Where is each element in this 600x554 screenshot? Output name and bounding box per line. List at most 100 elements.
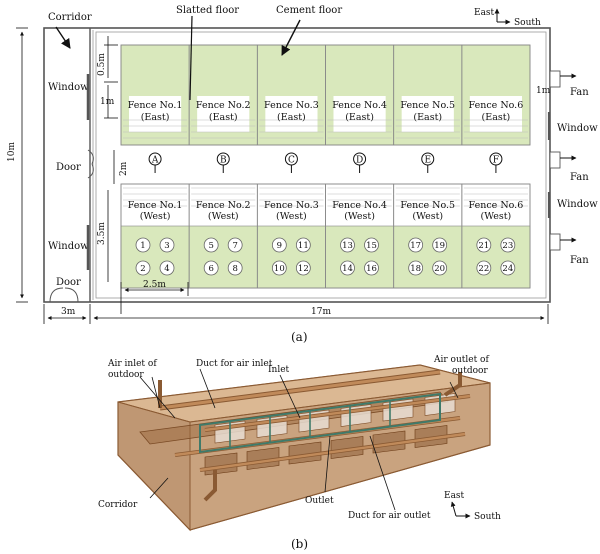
pig-circle	[227, 237, 243, 253]
pen-east-6	[461, 44, 531, 146]
pig-number: 20	[434, 264, 445, 274]
fence-east-name: Fence No.6	[469, 100, 524, 111]
point-label: D	[356, 156, 363, 166]
label-outlet: Outlet	[305, 496, 334, 506]
label-air-outlet-2: outdoor	[452, 366, 488, 376]
fence-east-side: (East)	[345, 112, 374, 123]
pen-west-6	[461, 183, 531, 289]
pig-number: 5	[208, 241, 213, 251]
room-border	[95, 31, 547, 299]
pig-number: 9	[277, 241, 282, 251]
east-pens: Fence No.1(East)Fence No.2(East)Fence No…	[120, 44, 531, 146]
point-label: A	[151, 156, 159, 166]
fan-label-1: Fan	[570, 87, 589, 98]
compass-south-b: South	[474, 512, 501, 522]
dim-2m: 2m	[119, 161, 129, 176]
fence-east-side: (East)	[482, 112, 511, 123]
pig-circle	[500, 260, 516, 276]
pig-number: 12	[298, 264, 309, 274]
door-label-2: Door	[56, 277, 81, 288]
box-side	[117, 401, 191, 532]
fan-label-3: Fan	[570, 255, 589, 266]
fence-west-side: (West)	[412, 211, 443, 222]
fence-east-name: Fence No.2	[196, 100, 251, 111]
fence-west-side: (West)	[344, 211, 375, 222]
floor-plan: Fence No.1(East)Fence No.2(East)Fence No…	[7, 5, 598, 344]
door-label-1: Door	[56, 162, 81, 173]
pig-number: 2	[140, 264, 145, 274]
fence-east-side: (East)	[277, 112, 306, 123]
fence-west-name: Fence No.4	[332, 200, 387, 211]
pig-number: 15	[366, 241, 377, 251]
dim-17m: 17m	[311, 307, 331, 317]
pig-circle	[432, 260, 448, 276]
pig-circle	[364, 260, 379, 276]
label-air-inlet-1: Air inlet of	[107, 359, 157, 369]
fence-east-name: Fence No.1	[128, 100, 183, 111]
pig-circle	[432, 237, 448, 253]
fence-west-name: Fence No.3	[264, 200, 319, 211]
compass-south-a: South	[514, 18, 541, 28]
model-3d: Air inlet of outdoor Duct for air inlet …	[98, 355, 501, 551]
fence-west-name: Fence No.2	[196, 200, 251, 211]
pig-number: 17	[410, 241, 421, 251]
pig-circle	[295, 260, 311, 276]
fans-windows: 1m Fan Window Fan Window Fan	[536, 70, 598, 266]
pig-circle	[408, 260, 424, 276]
pig-circle	[159, 260, 175, 276]
pig-circle	[271, 237, 287, 253]
window-label-2: Window	[48, 241, 89, 252]
label-duct-inlet: Duct for air inlet	[196, 359, 273, 369]
pig-circle	[203, 260, 219, 276]
window-label-1: Window	[48, 82, 89, 93]
pig-circle	[135, 260, 151, 276]
pig-circle	[500, 237, 516, 253]
pig-number: 24	[502, 264, 513, 274]
label-corridor-b: Corridor	[98, 500, 138, 510]
pig-number: 4	[164, 264, 169, 274]
pig-number: 16	[366, 264, 377, 274]
fence-west-name: Fence No.5	[400, 200, 455, 211]
fence-east-side: (East)	[141, 112, 170, 123]
pig-circle	[295, 237, 311, 253]
dim-35m: 3.5m	[97, 222, 107, 245]
ducts	[158, 369, 471, 502]
pig-number: 18	[410, 264, 421, 274]
pig-circle	[159, 237, 175, 253]
pig-number: 1	[140, 241, 145, 251]
dim-1m-right: 1m	[536, 86, 551, 96]
pig-circle	[340, 260, 355, 276]
dim-25m: 2.5m	[143, 280, 166, 290]
pig-number: 8	[232, 264, 237, 274]
compass-a: East South	[474, 8, 541, 28]
compass-east-b: East	[444, 491, 465, 501]
pig-number: 13	[342, 241, 353, 251]
window-label-4: Window	[557, 199, 598, 210]
pig-circle	[340, 237, 355, 253]
label-air-inlet-2: outdoor	[108, 370, 144, 380]
caption-b: (b)	[291, 537, 308, 551]
fence-west-side: (West)	[140, 211, 171, 222]
fence-east-side: (East)	[413, 112, 442, 123]
dimensions	[16, 27, 549, 324]
label-inlet: Inlet	[268, 365, 290, 375]
fence-east-name: Fence No.3	[264, 100, 319, 111]
cement-floor-label: Cement floor	[276, 5, 342, 16]
slatted-floor-label: Slatted floor	[176, 5, 239, 16]
pig-circle	[476, 237, 492, 253]
pig-number: 19	[434, 241, 445, 251]
fence-west-side: (West)	[481, 211, 512, 222]
pig-number: 21	[478, 241, 489, 251]
pig-circle	[408, 237, 424, 253]
fence-east-name: Fence No.4	[332, 100, 387, 111]
corridor-label: Corridor	[48, 12, 92, 23]
fence-west-name: Fence No.1	[128, 200, 183, 211]
pig-circle	[476, 260, 492, 276]
compass-b: East South	[444, 491, 501, 522]
pig-number: 11	[298, 241, 309, 251]
pig-circle	[135, 237, 151, 253]
point-label: B	[220, 156, 227, 166]
label-duct-outlet: Duct for air outlet	[348, 511, 431, 521]
